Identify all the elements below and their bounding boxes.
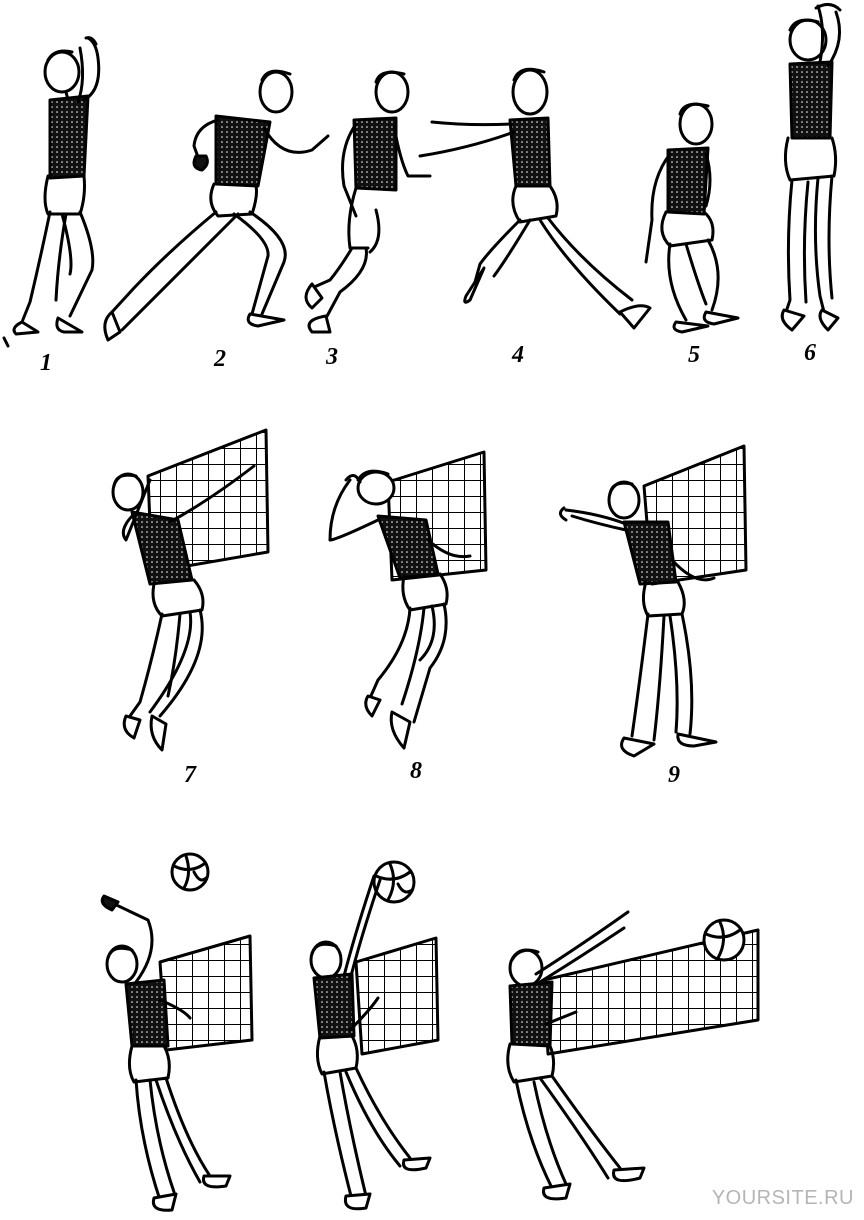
player-figure-2: [103, 69, 330, 342]
player-figure-4: [418, 67, 652, 330]
figure-label-1: 1: [40, 350, 52, 376]
player-figure-9: [559, 480, 718, 758]
figure-label-3: 3: [325, 344, 338, 370]
player-figure-11: [309, 874, 432, 1211]
figure-label-9: 9: [668, 762, 680, 788]
player-figure-1: [12, 36, 101, 336]
figure-label-6: 6: [804, 340, 816, 366]
player-figure-3: [304, 70, 432, 334]
watermark: YOURSITE.RU: [711, 1187, 854, 1209]
figure-label-5: 5: [688, 342, 700, 368]
figure-labels: 1 2 3 4 5 6 7 8 9: [40, 340, 816, 788]
player-figure-8: [328, 469, 472, 750]
player-figure-6: [780, 3, 842, 332]
volleyball-ball: [372, 860, 416, 904]
figure-label-4: 4: [511, 342, 524, 368]
volleyball-ball: [170, 852, 210, 892]
player-figure-10: [100, 894, 232, 1212]
volleyball-net: [158, 934, 254, 1052]
stray-mark: [2, 336, 10, 348]
player-figure-12: [506, 910, 646, 1201]
figure-label-8: 8: [410, 758, 422, 784]
player-figure-5: [644, 102, 740, 334]
volleyball-net: [354, 936, 440, 1056]
volleyball-ball: [702, 918, 746, 962]
figure-label-7: 7: [184, 762, 197, 788]
player-figure-7: [111, 464, 256, 752]
figure-label-2: 2: [213, 346, 226, 372]
